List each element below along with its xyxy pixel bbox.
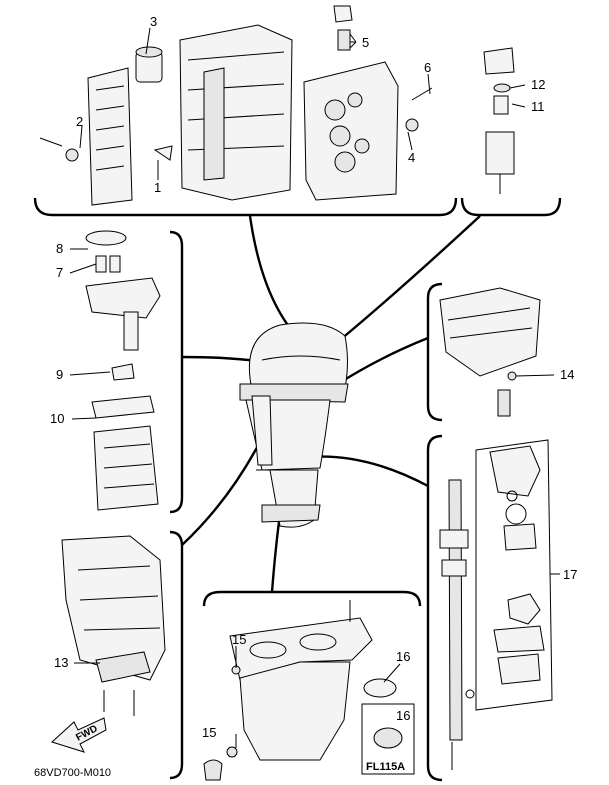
group-vapor-separator — [85, 230, 161, 511]
bracket-right-oilpan — [426, 282, 443, 422]
group-lower-housing — [51, 535, 166, 753]
figure-code: 68VD700-M010 — [34, 767, 111, 779]
outboard-motor-illustration — [239, 322, 349, 528]
callout-2: 2 — [76, 114, 83, 129]
bracket-top-powerhead — [33, 197, 458, 217]
callout-4: 4 — [408, 150, 415, 165]
fwd-arrow-icon — [51, 717, 107, 753]
bracket-right-pump — [426, 434, 443, 782]
callout-7: 7 — [56, 265, 63, 280]
group-water-pump — [439, 439, 553, 770]
group-oil-pan — [439, 287, 541, 417]
callout-15-upper: 15 — [232, 632, 246, 647]
callout-3: 3 — [150, 14, 157, 29]
callout-17: 17 — [563, 567, 577, 582]
callout-10: 10 — [50, 411, 64, 426]
callout-1: 1 — [154, 180, 161, 195]
group-lower-unit — [203, 600, 397, 781]
callout-15-lower: 15 — [202, 725, 216, 740]
bracket-top-filter — [460, 197, 562, 217]
callout-13: 13 — [54, 655, 68, 670]
callout-16-inset: 16 — [396, 708, 410, 723]
group-callout-leaders — [69, 27, 560, 748]
callout-6: 6 — [424, 60, 431, 75]
inset-label: FL115A — [366, 761, 405, 773]
bracket-bottom-lowercase — [202, 590, 422, 607]
bracket-left-fuel — [169, 230, 184, 514]
callout-14: 14 — [560, 367, 574, 382]
group-callouts: 3 5 6 2 1 4 12 11 8 7 9 10 14 17 13 15 1… — [50, 14, 577, 740]
group-fuel-filter — [483, 47, 515, 194]
callout-12: 12 — [531, 77, 545, 92]
callout-9: 9 — [56, 367, 63, 382]
bracket-left-lower — [169, 530, 184, 780]
group-powerhead — [39, 5, 433, 206]
callout-16-upper: 16 — [396, 649, 410, 664]
inset-fl115a — [361, 703, 415, 775]
callout-5: 5 — [362, 35, 369, 50]
callout-8: 8 — [56, 241, 63, 256]
group-leaders — [181, 215, 481, 593]
group-brackets — [33, 197, 562, 782]
callout-11: 11 — [531, 99, 545, 114]
